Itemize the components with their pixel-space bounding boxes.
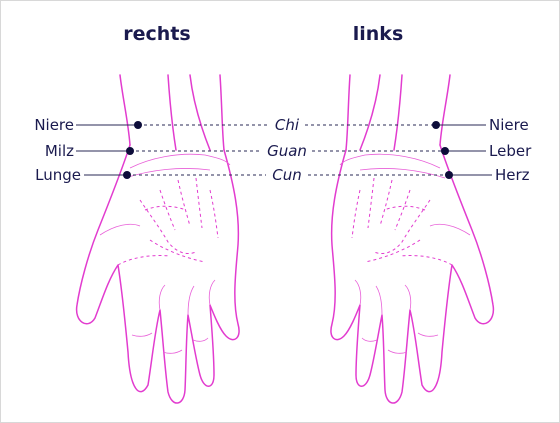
point-right-guan [126, 147, 134, 155]
label-left-niere: Niere [489, 116, 529, 134]
label-milz: Milz [45, 142, 74, 160]
point-left-guan [441, 147, 449, 155]
heading-left-hand: links [353, 23, 404, 45]
label-right-niere: Niere [34, 116, 74, 134]
label-leber: Leber [489, 142, 532, 160]
label-herz: Herz [495, 166, 530, 184]
point-left-cun [445, 171, 453, 179]
point-right-chi [134, 121, 142, 129]
label-guan: Guan [267, 142, 307, 160]
heading-right-hand: rechts [123, 23, 190, 45]
label-lunge: Lunge [35, 166, 81, 184]
point-right-cun [123, 171, 131, 179]
label-cun: Cun [272, 166, 302, 184]
left-hand-drawing [331, 75, 493, 403]
label-chi: Chi [275, 116, 300, 134]
point-left-chi [432, 121, 440, 129]
right-hand-drawing [77, 75, 239, 403]
